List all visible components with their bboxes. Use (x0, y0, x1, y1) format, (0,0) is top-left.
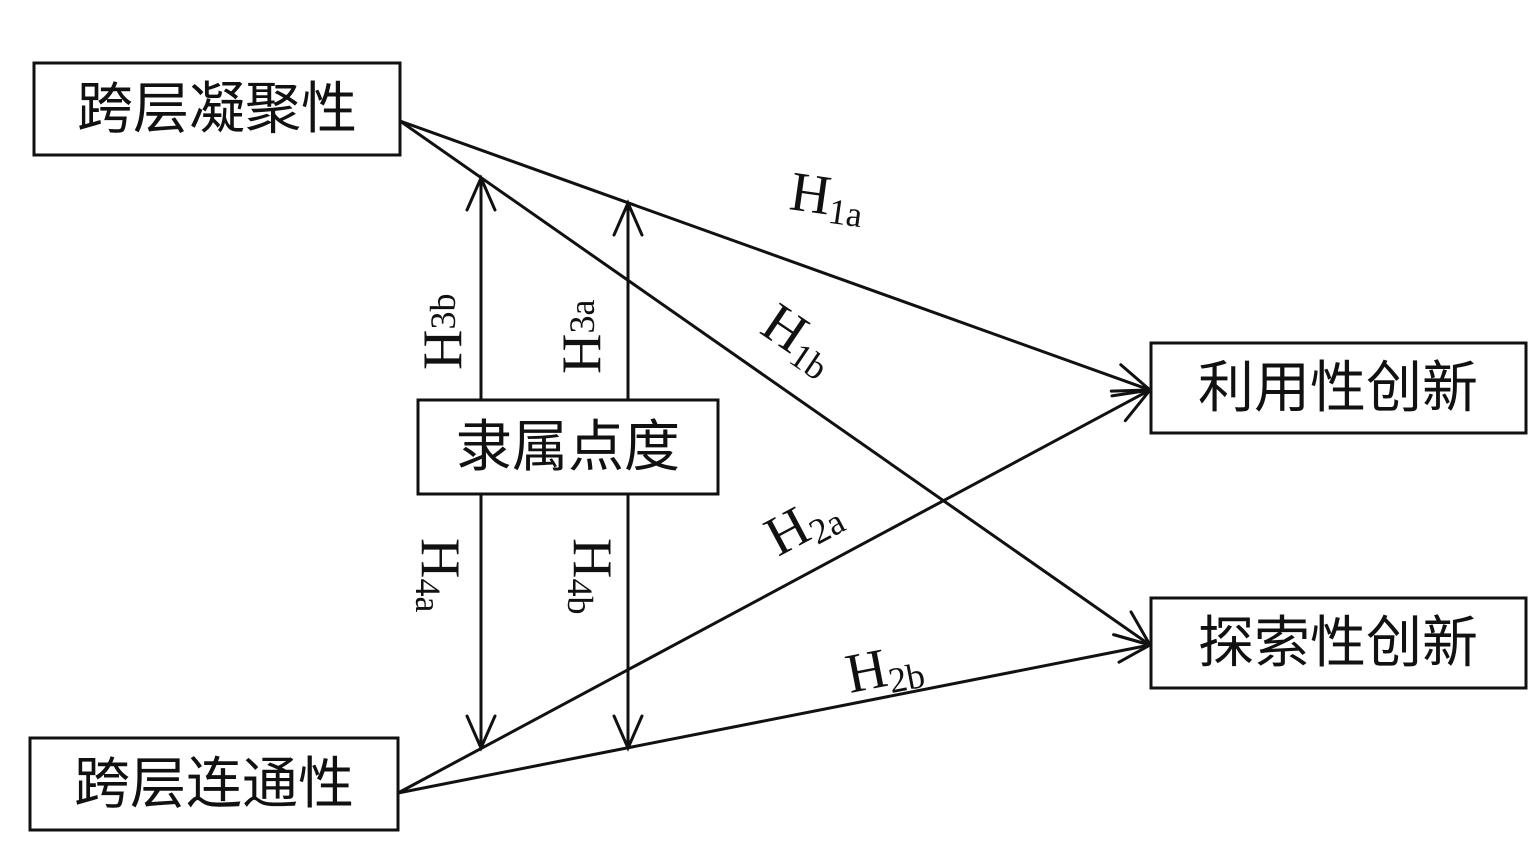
label-h3b: H3b (412, 294, 474, 370)
node-cross-cohesion: 跨层凝聚性 (32, 61, 402, 157)
arrowhead-h3a (612, 199, 644, 237)
label-h3a: H3a (551, 300, 613, 374)
edge-h2a (397, 388, 1151, 795)
node-exploratory-innovation-label: 探索性创新 (1198, 611, 1478, 676)
edge-h2b (397, 643, 1151, 795)
node-cross-cohesion-label: 跨层凝聚性 (77, 77, 357, 142)
label-h4b: H4b (560, 538, 623, 614)
label-h4a: H4a (408, 538, 471, 612)
node-exploratory-innovation: 探索性创新 (1149, 596, 1528, 690)
arrowhead-h4a (465, 714, 497, 752)
node-affiliation-degree-label: 隶属点度 (456, 415, 680, 480)
node-exploitative-innovation: 利用性创新 (1149, 341, 1528, 435)
arrowhead-h4b (612, 714, 644, 752)
node-affiliation-degree: 隶属点度 (416, 398, 720, 496)
node-cross-connectivity-label: 跨层连通性 (74, 752, 354, 817)
label-h2b: H2b (841, 630, 928, 708)
edge-h1b (399, 119, 1151, 647)
node-exploitative-innovation-label: 利用性创新 (1198, 356, 1478, 421)
label-h1a: H1a (786, 160, 869, 235)
arrowhead-h3b (465, 174, 497, 212)
edge-h1a (399, 119, 1151, 392)
node-cross-connectivity: 跨层连通性 (28, 736, 400, 832)
